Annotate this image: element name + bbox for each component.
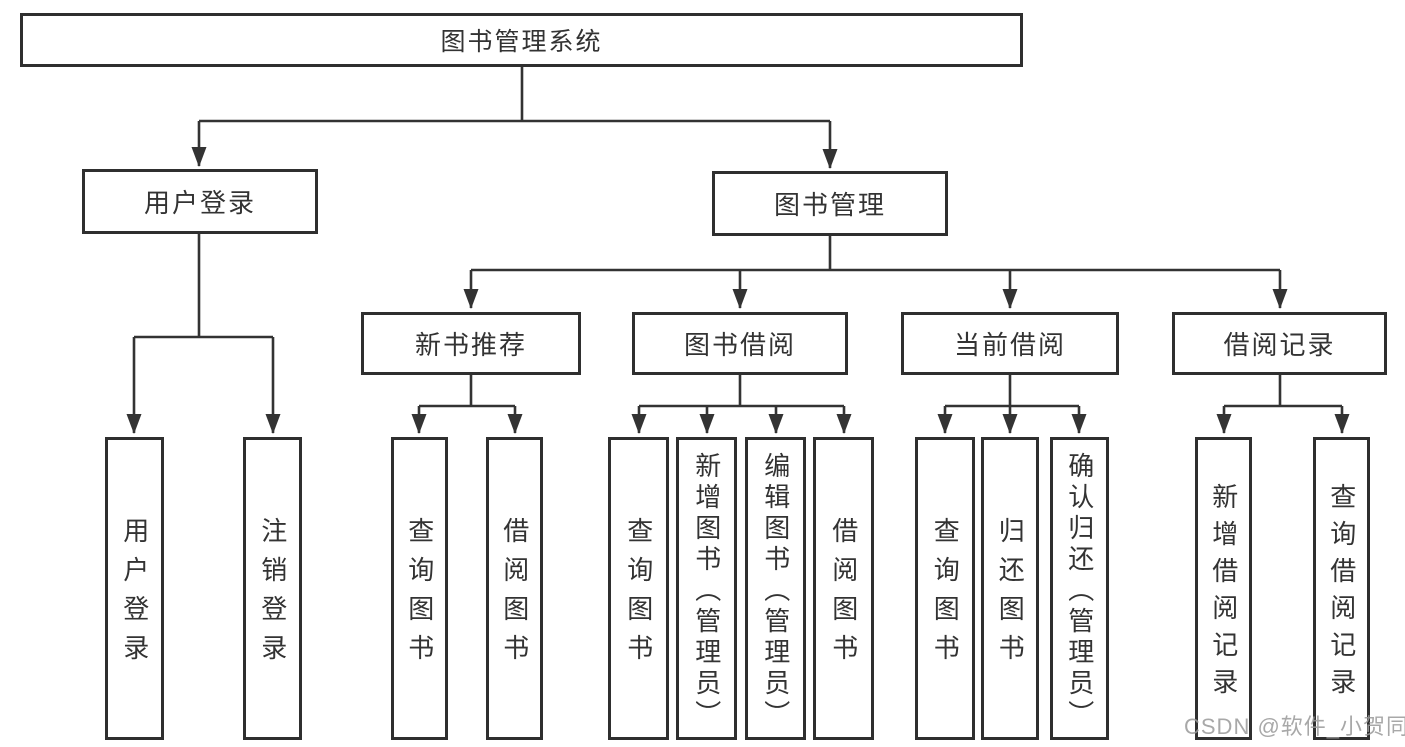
leaf-return-books: 归还图书 [981, 437, 1039, 740]
node-book-borrowing: 图书借阅 [632, 312, 848, 375]
leaf-query-books-current: 查询图书 [915, 437, 975, 740]
leaf-user-login: 用户登录 [105, 437, 164, 740]
leaf-confirm-return-admin: 确认归还（管理员） [1050, 437, 1109, 740]
leaf-borrow-books-borrowing: 借阅图书 [813, 437, 874, 740]
node-user-login: 用户登录 [82, 169, 318, 234]
csdn-watermark: CSDN @软件_小贺同学 [1184, 714, 1405, 739]
leaf-query-books-borrowing: 查询图书 [608, 437, 669, 740]
node-current-borrowing: 当前借阅 [901, 312, 1119, 375]
node-new-book-recommendation: 新书推荐 [361, 312, 581, 375]
leaf-logout-login: 注销登录 [243, 437, 302, 740]
leaf-borrow-books-recommend: 借阅图书 [486, 437, 543, 740]
node-library-management-system: 图书管理系统 [20, 13, 1023, 67]
node-book-management: 图书管理 [712, 171, 948, 236]
leaf-edit-book-admin: 编辑图书（管理员） [745, 437, 806, 740]
node-borrowing-records: 借阅记录 [1172, 312, 1387, 375]
leaf-query-borrowing-record: 查询借阅记录 [1313, 437, 1370, 740]
leaf-query-books-recommend: 查询图书 [391, 437, 448, 740]
leaf-add-book-admin: 新增图书（管理员） [676, 437, 737, 740]
leaf-add-borrowing-record: 新增借阅记录 [1195, 437, 1252, 740]
